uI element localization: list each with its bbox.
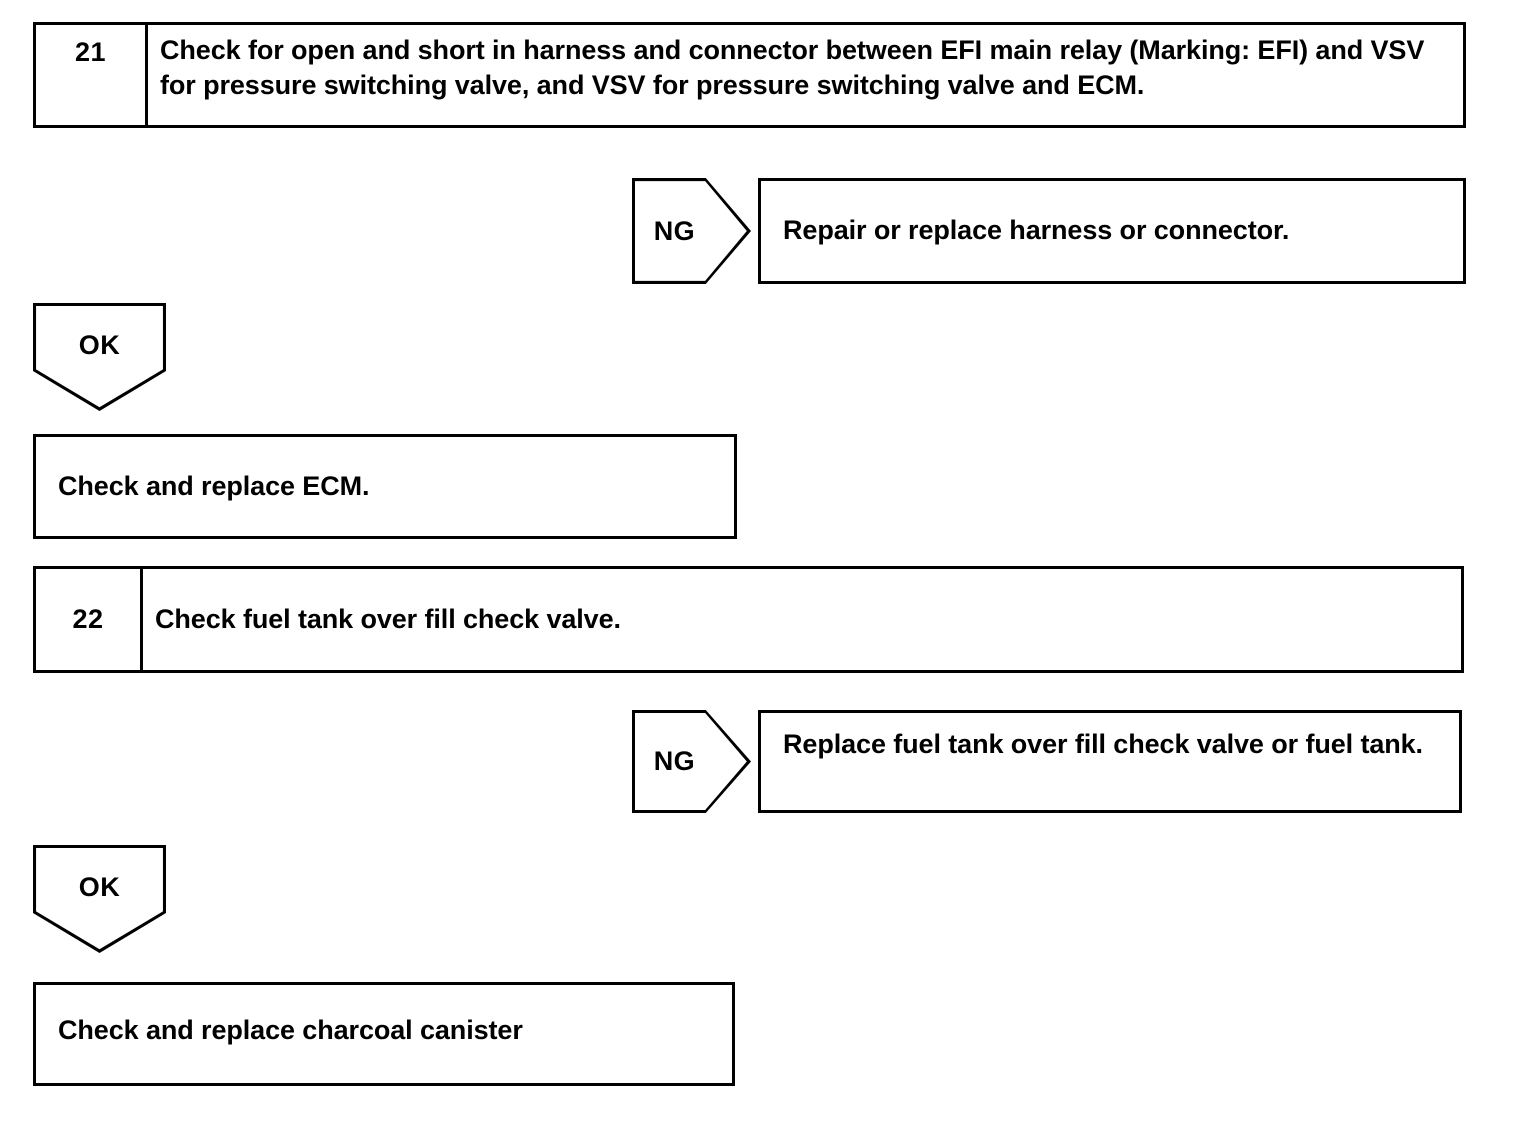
judgement-ng-label-1: NG: [653, 215, 696, 246]
outcome-text-ng-1: Repair or replace harness or connector.: [783, 215, 1290, 246]
judgement-ok-label-2: OK: [78, 872, 121, 902]
outcome-box-ok-2: Check and replace charcoal canister: [33, 982, 735, 1086]
judgement-ng-marker-1: NG: [632, 178, 751, 284]
judgement-ng-marker-2: NG: [632, 710, 751, 813]
judgement-ng-inner-2: NG: [635, 712, 747, 811]
judgement-ng-label-2: NG: [653, 746, 696, 776]
step-number-21: 21: [36, 25, 148, 125]
outcome-box-ok-1: Check and replace ECM.: [33, 434, 737, 539]
judgement-ng-inner-1: NG: [635, 181, 747, 281]
judgement-ok-inner-1: OK: [36, 306, 163, 408]
step-number-22: 22: [36, 569, 143, 670]
step-box-21: 21 Check for open and short in harness a…: [33, 22, 1466, 128]
outcome-text-ng-2: Replace fuel tank over fill check valve …: [783, 729, 1423, 759]
outcome-text-ok-2: Check and replace charcoal canister: [58, 1015, 523, 1045]
judgement-ok-marker-2: OK: [33, 845, 166, 953]
judgement-ok-marker-1: OK: [33, 303, 166, 411]
outcome-box-ng-1: Repair or replace harness or connector.: [758, 178, 1466, 284]
outcome-text-ok-1: Check and replace ECM.: [58, 470, 370, 501]
judgement-ok-inner-2: OK: [36, 848, 163, 950]
outcome-box-ng-2: Replace fuel tank over fill check valve …: [758, 710, 1462, 813]
step-text-21: Check for open and short in harness and …: [160, 35, 1425, 100]
judgement-ok-label-1: OK: [78, 330, 121, 360]
step-box-22: 22 Check fuel tank over fill check valve…: [33, 566, 1464, 673]
step-text-22: Check fuel tank over fill check valve.: [155, 604, 621, 635]
